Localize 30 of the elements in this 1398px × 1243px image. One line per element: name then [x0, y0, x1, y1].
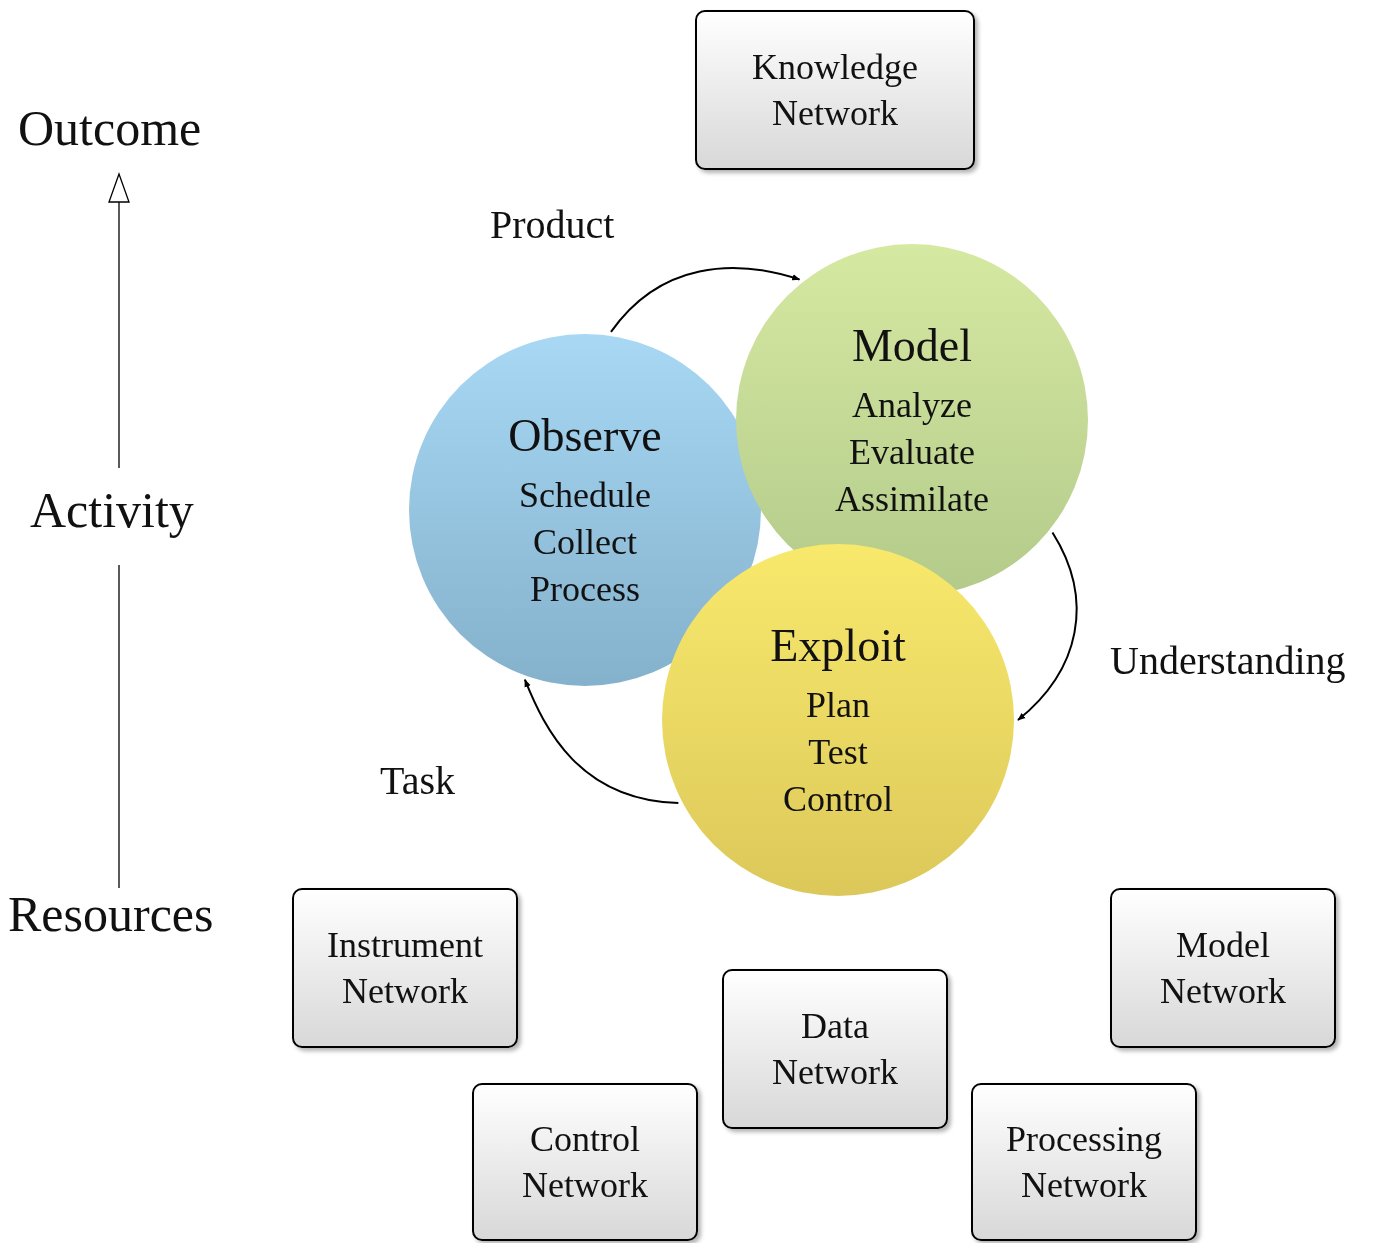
curved-arrow: [523, 678, 680, 805]
phase-title: Exploit: [770, 618, 906, 673]
network-box: [292, 888, 518, 1048]
network-box: [695, 10, 975, 170]
phase-step: Collect: [533, 518, 637, 566]
axis-label: Resources: [8, 885, 214, 944]
phase-step: Analyze: [852, 381, 972, 429]
curved-arrow: [1017, 531, 1078, 721]
box-label: Processing Network: [1005, 1118, 1163, 1207]
network-box: [722, 969, 948, 1129]
box-label: Control Network: [521, 1118, 649, 1207]
phase-step: Schedule: [519, 471, 651, 519]
phase-step: Evaluate: [849, 428, 975, 476]
phase-title: Model: [851, 318, 973, 373]
box-label: Model Network: [1159, 924, 1287, 1013]
phase-step: Test: [808, 728, 868, 776]
network-box: [971, 1083, 1197, 1241]
box-label: Data Network: [771, 1005, 899, 1094]
network-box: [1110, 888, 1336, 1048]
phase-step: Assimilate: [835, 475, 989, 523]
curved-arrow: [610, 267, 801, 333]
phase-title: Observe: [508, 408, 662, 463]
phase-step: Plan: [806, 681, 870, 729]
box-label: Knowledge Network: [751, 46, 919, 135]
box-label: Instrument Network: [326, 924, 484, 1013]
axis-label: Outcome: [18, 99, 202, 158]
axis-label: Activity: [30, 481, 194, 540]
network-box: [472, 1083, 698, 1241]
phase-step: Control: [783, 775, 893, 823]
phase-step: Process: [530, 565, 640, 613]
